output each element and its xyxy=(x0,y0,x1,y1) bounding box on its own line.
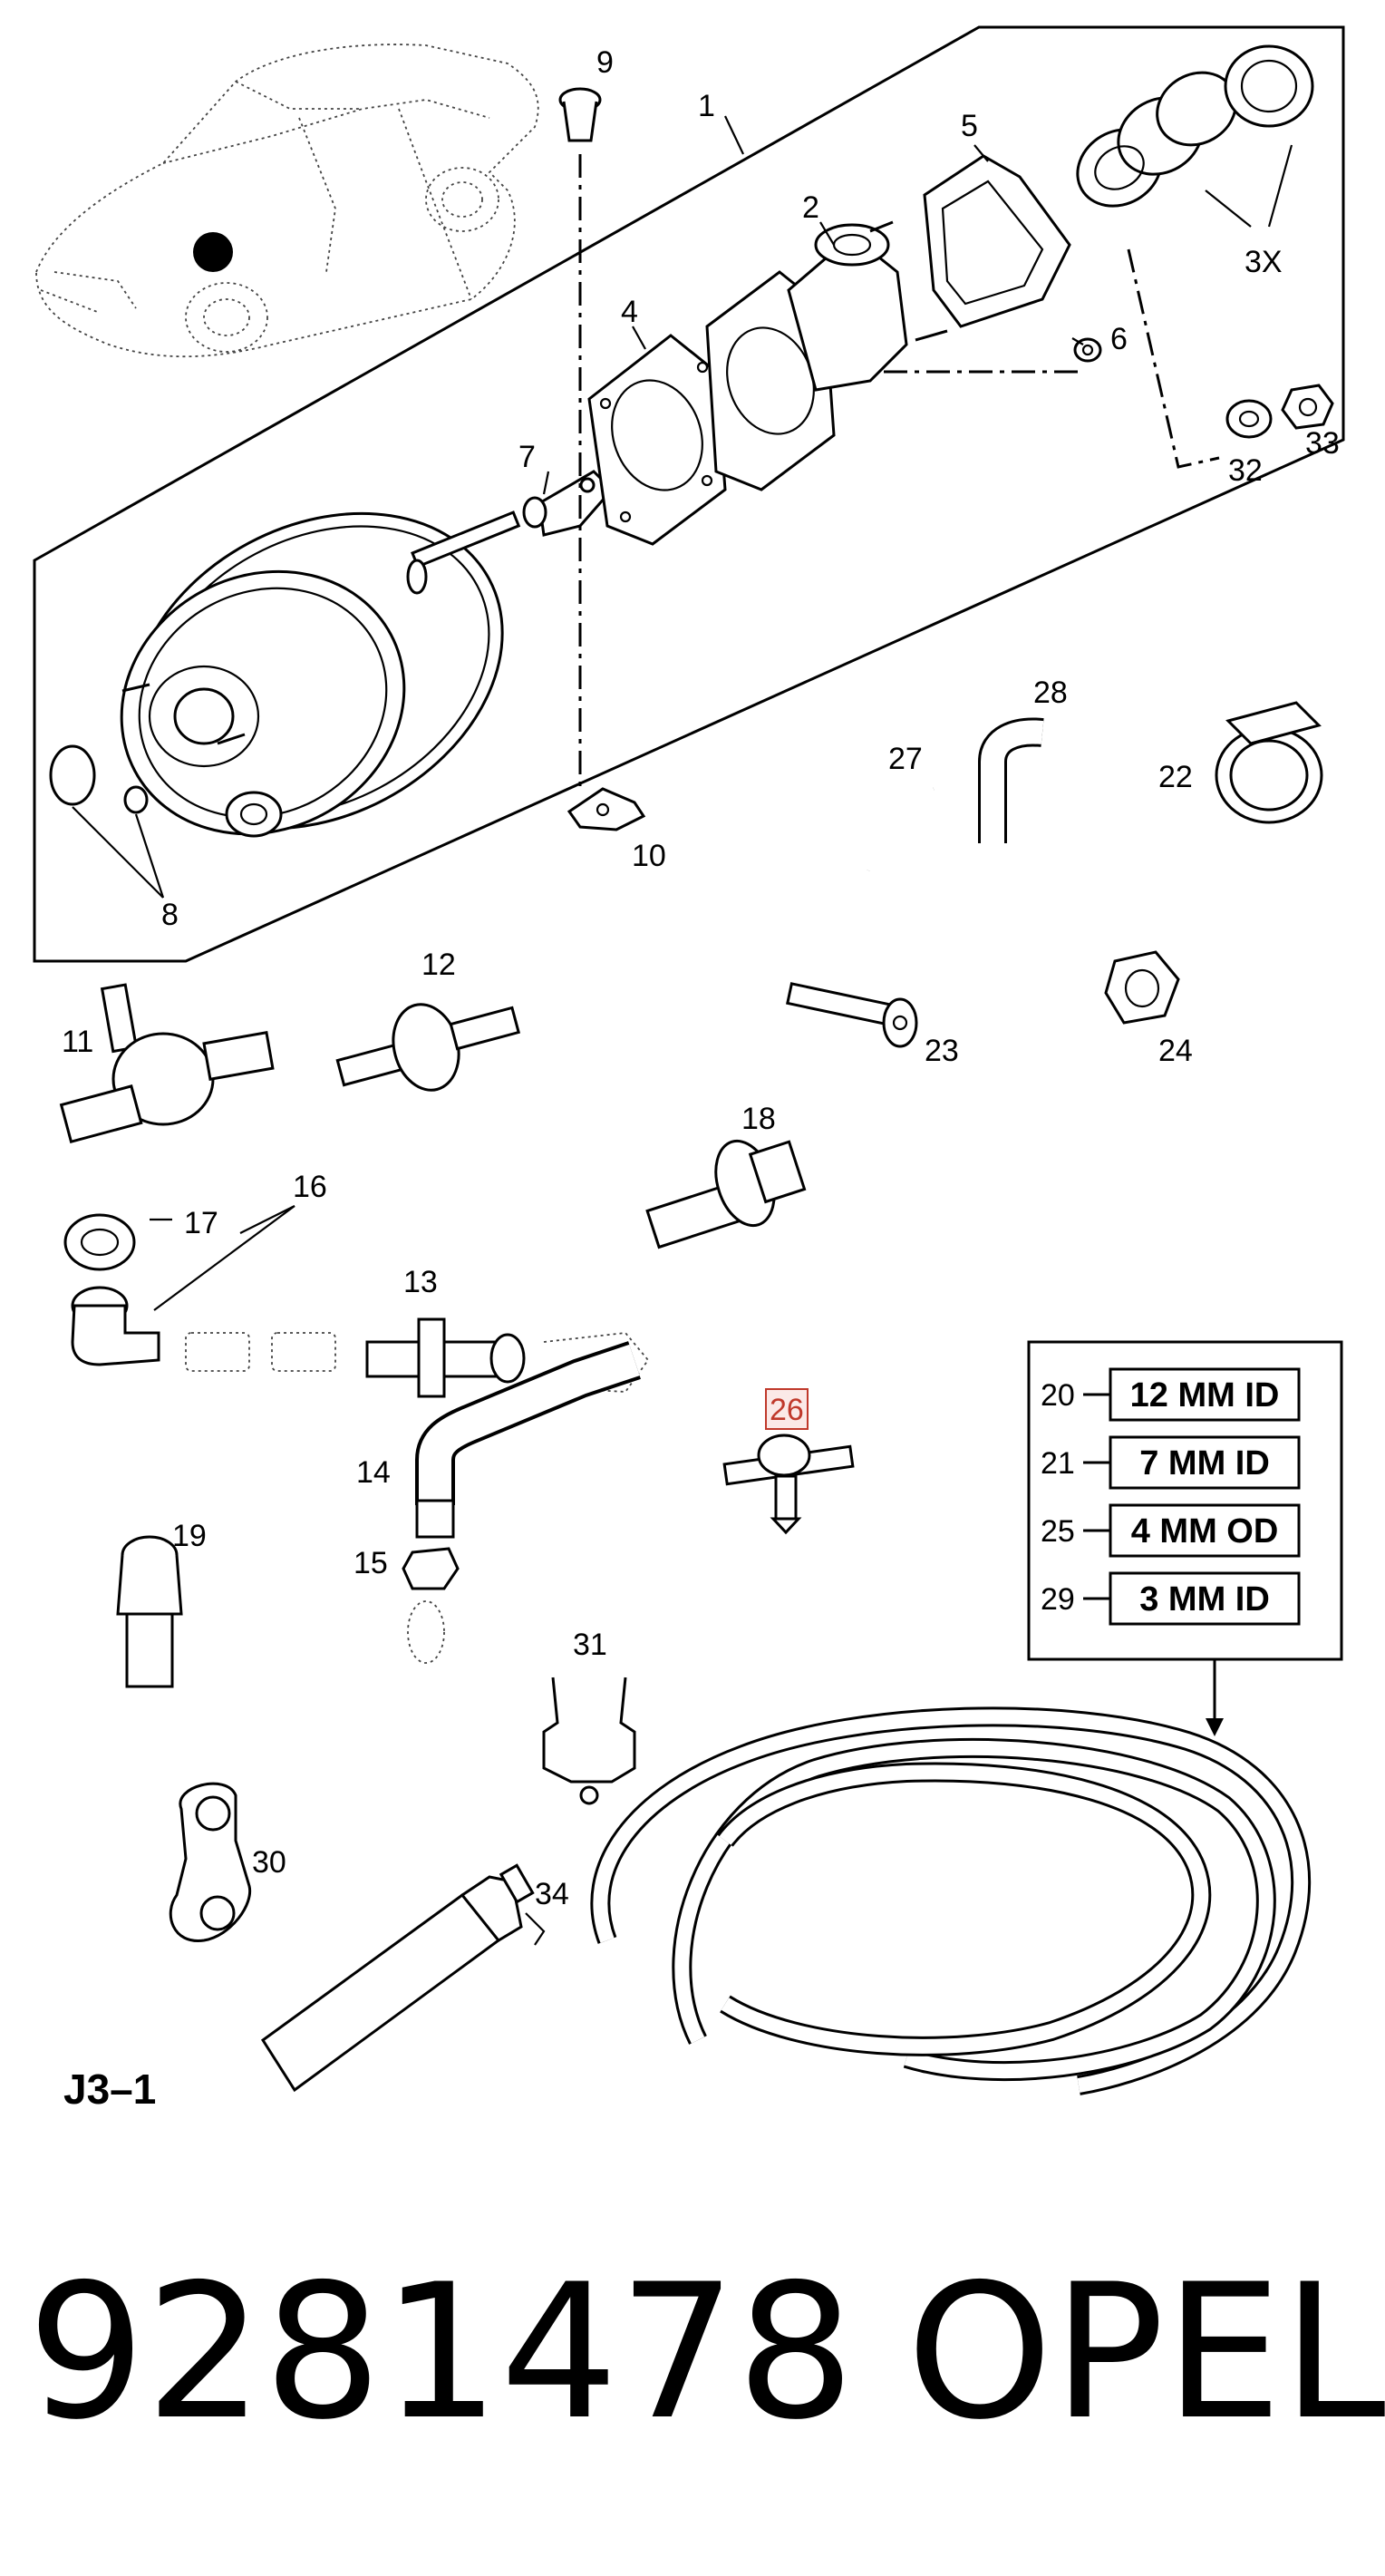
spec-row-1-text: 12 MM ID xyxy=(1130,1376,1280,1414)
clamp-part-22 xyxy=(1215,701,1323,824)
pin-part-9 xyxy=(558,87,602,142)
fitting-part-18 xyxy=(645,1139,807,1249)
leader-lines xyxy=(72,115,1293,1311)
clip-part-30 xyxy=(169,1782,252,1942)
spec-row-1-num: 20 xyxy=(1041,1378,1075,1413)
callout-28: 28 xyxy=(1033,676,1068,710)
grommet-part-17 xyxy=(63,1213,136,1271)
car-silhouette-icon xyxy=(35,44,539,358)
callout-labels: 1 2 3X 4 5 6 7 8 9 10 11 12 13 14 15 16 … xyxy=(62,45,1340,1911)
callout-26-highlighted: 26 xyxy=(770,1393,804,1427)
nut-part-33 xyxy=(1281,384,1334,430)
adapter-flange-part-2 xyxy=(705,220,948,491)
clevis-part xyxy=(522,470,615,537)
callout-14: 14 xyxy=(356,1455,391,1490)
assembly-outline xyxy=(33,25,1345,963)
callout-18: 18 xyxy=(741,1102,776,1136)
callout-16: 16 xyxy=(293,1170,327,1204)
check-valve-part-11 xyxy=(59,983,275,1143)
hose-spec-table: 20 12 MM ID 21 7 MM ID 25 4 MM OD 29 3 M… xyxy=(1027,1340,1343,1736)
figure-code: J3–1 xyxy=(63,2066,156,2113)
callout-15: 15 xyxy=(354,1546,388,1580)
callout-12: 12 xyxy=(421,948,456,982)
coiled-hose xyxy=(590,1706,1312,2095)
spec-row-4-num: 29 xyxy=(1041,1582,1075,1617)
gasket-part-4 xyxy=(587,334,727,546)
oring-part-8 xyxy=(49,744,149,814)
callout-23: 23 xyxy=(925,1034,959,1068)
callout-11: 11 xyxy=(62,1025,93,1059)
gasket-part-5 xyxy=(923,154,1071,328)
callout-6: 6 xyxy=(1110,322,1128,356)
callout-31: 31 xyxy=(573,1628,607,1662)
brand-name: OPEL xyxy=(906,2245,1385,2461)
connector-part-19 xyxy=(116,1535,183,1688)
spec-row-2-num: 21 xyxy=(1041,1446,1075,1481)
callout-5: 5 xyxy=(961,109,978,143)
callout-9: 9 xyxy=(596,45,614,80)
t-piece-part-26 xyxy=(722,1434,855,1535)
callout-34: 34 xyxy=(535,1877,569,1911)
screw-part-23 xyxy=(786,982,918,1048)
clip-part-31 xyxy=(542,1677,636,1805)
elbow-fitting-part-16 xyxy=(71,1286,336,1372)
callout-22: 22 xyxy=(1158,760,1193,794)
callout-30: 30 xyxy=(252,1845,286,1880)
spec-row-3-text: 4 MM OD xyxy=(1131,1512,1279,1550)
boot-part-3 xyxy=(1076,44,1314,208)
callout-13: 13 xyxy=(403,1265,438,1299)
brake-booster xyxy=(120,510,521,838)
callout-10: 10 xyxy=(632,839,666,873)
callout-8: 8 xyxy=(161,898,179,932)
hose-part-27 xyxy=(857,777,936,872)
callout-4: 4 xyxy=(621,295,638,329)
callout-32: 32 xyxy=(1228,453,1263,488)
callout-19: 19 xyxy=(172,1519,207,1553)
t-connector-part-13 xyxy=(365,1317,650,1398)
callout-1: 1 xyxy=(698,89,715,123)
callout-27: 27 xyxy=(888,742,923,776)
callout-33: 33 xyxy=(1305,426,1340,461)
spec-row-4-text: 3 MM ID xyxy=(1139,1580,1270,1619)
washer-part-32 xyxy=(1225,399,1273,439)
callout-7: 7 xyxy=(518,440,536,474)
callout-24: 24 xyxy=(1158,1034,1193,1068)
hose-elbow-part-14 xyxy=(415,1341,641,1539)
callout-17: 17 xyxy=(184,1206,218,1240)
clip-part-10 xyxy=(567,787,646,831)
spec-row-2-text: 7 MM ID xyxy=(1139,1444,1270,1482)
part-number: 9281478 xyxy=(27,2245,855,2461)
callout-3x: 3X xyxy=(1245,245,1283,279)
callout-2: 2 xyxy=(802,190,819,225)
spec-row-3-num: 25 xyxy=(1041,1514,1075,1549)
hose-part-28 xyxy=(978,717,1044,843)
nut-part-24 xyxy=(1104,950,1180,1025)
nut-part-15 xyxy=(402,1547,460,1664)
sealant-tube-part-34 xyxy=(260,1863,546,2093)
check-valve-part-12 xyxy=(335,1003,521,1092)
